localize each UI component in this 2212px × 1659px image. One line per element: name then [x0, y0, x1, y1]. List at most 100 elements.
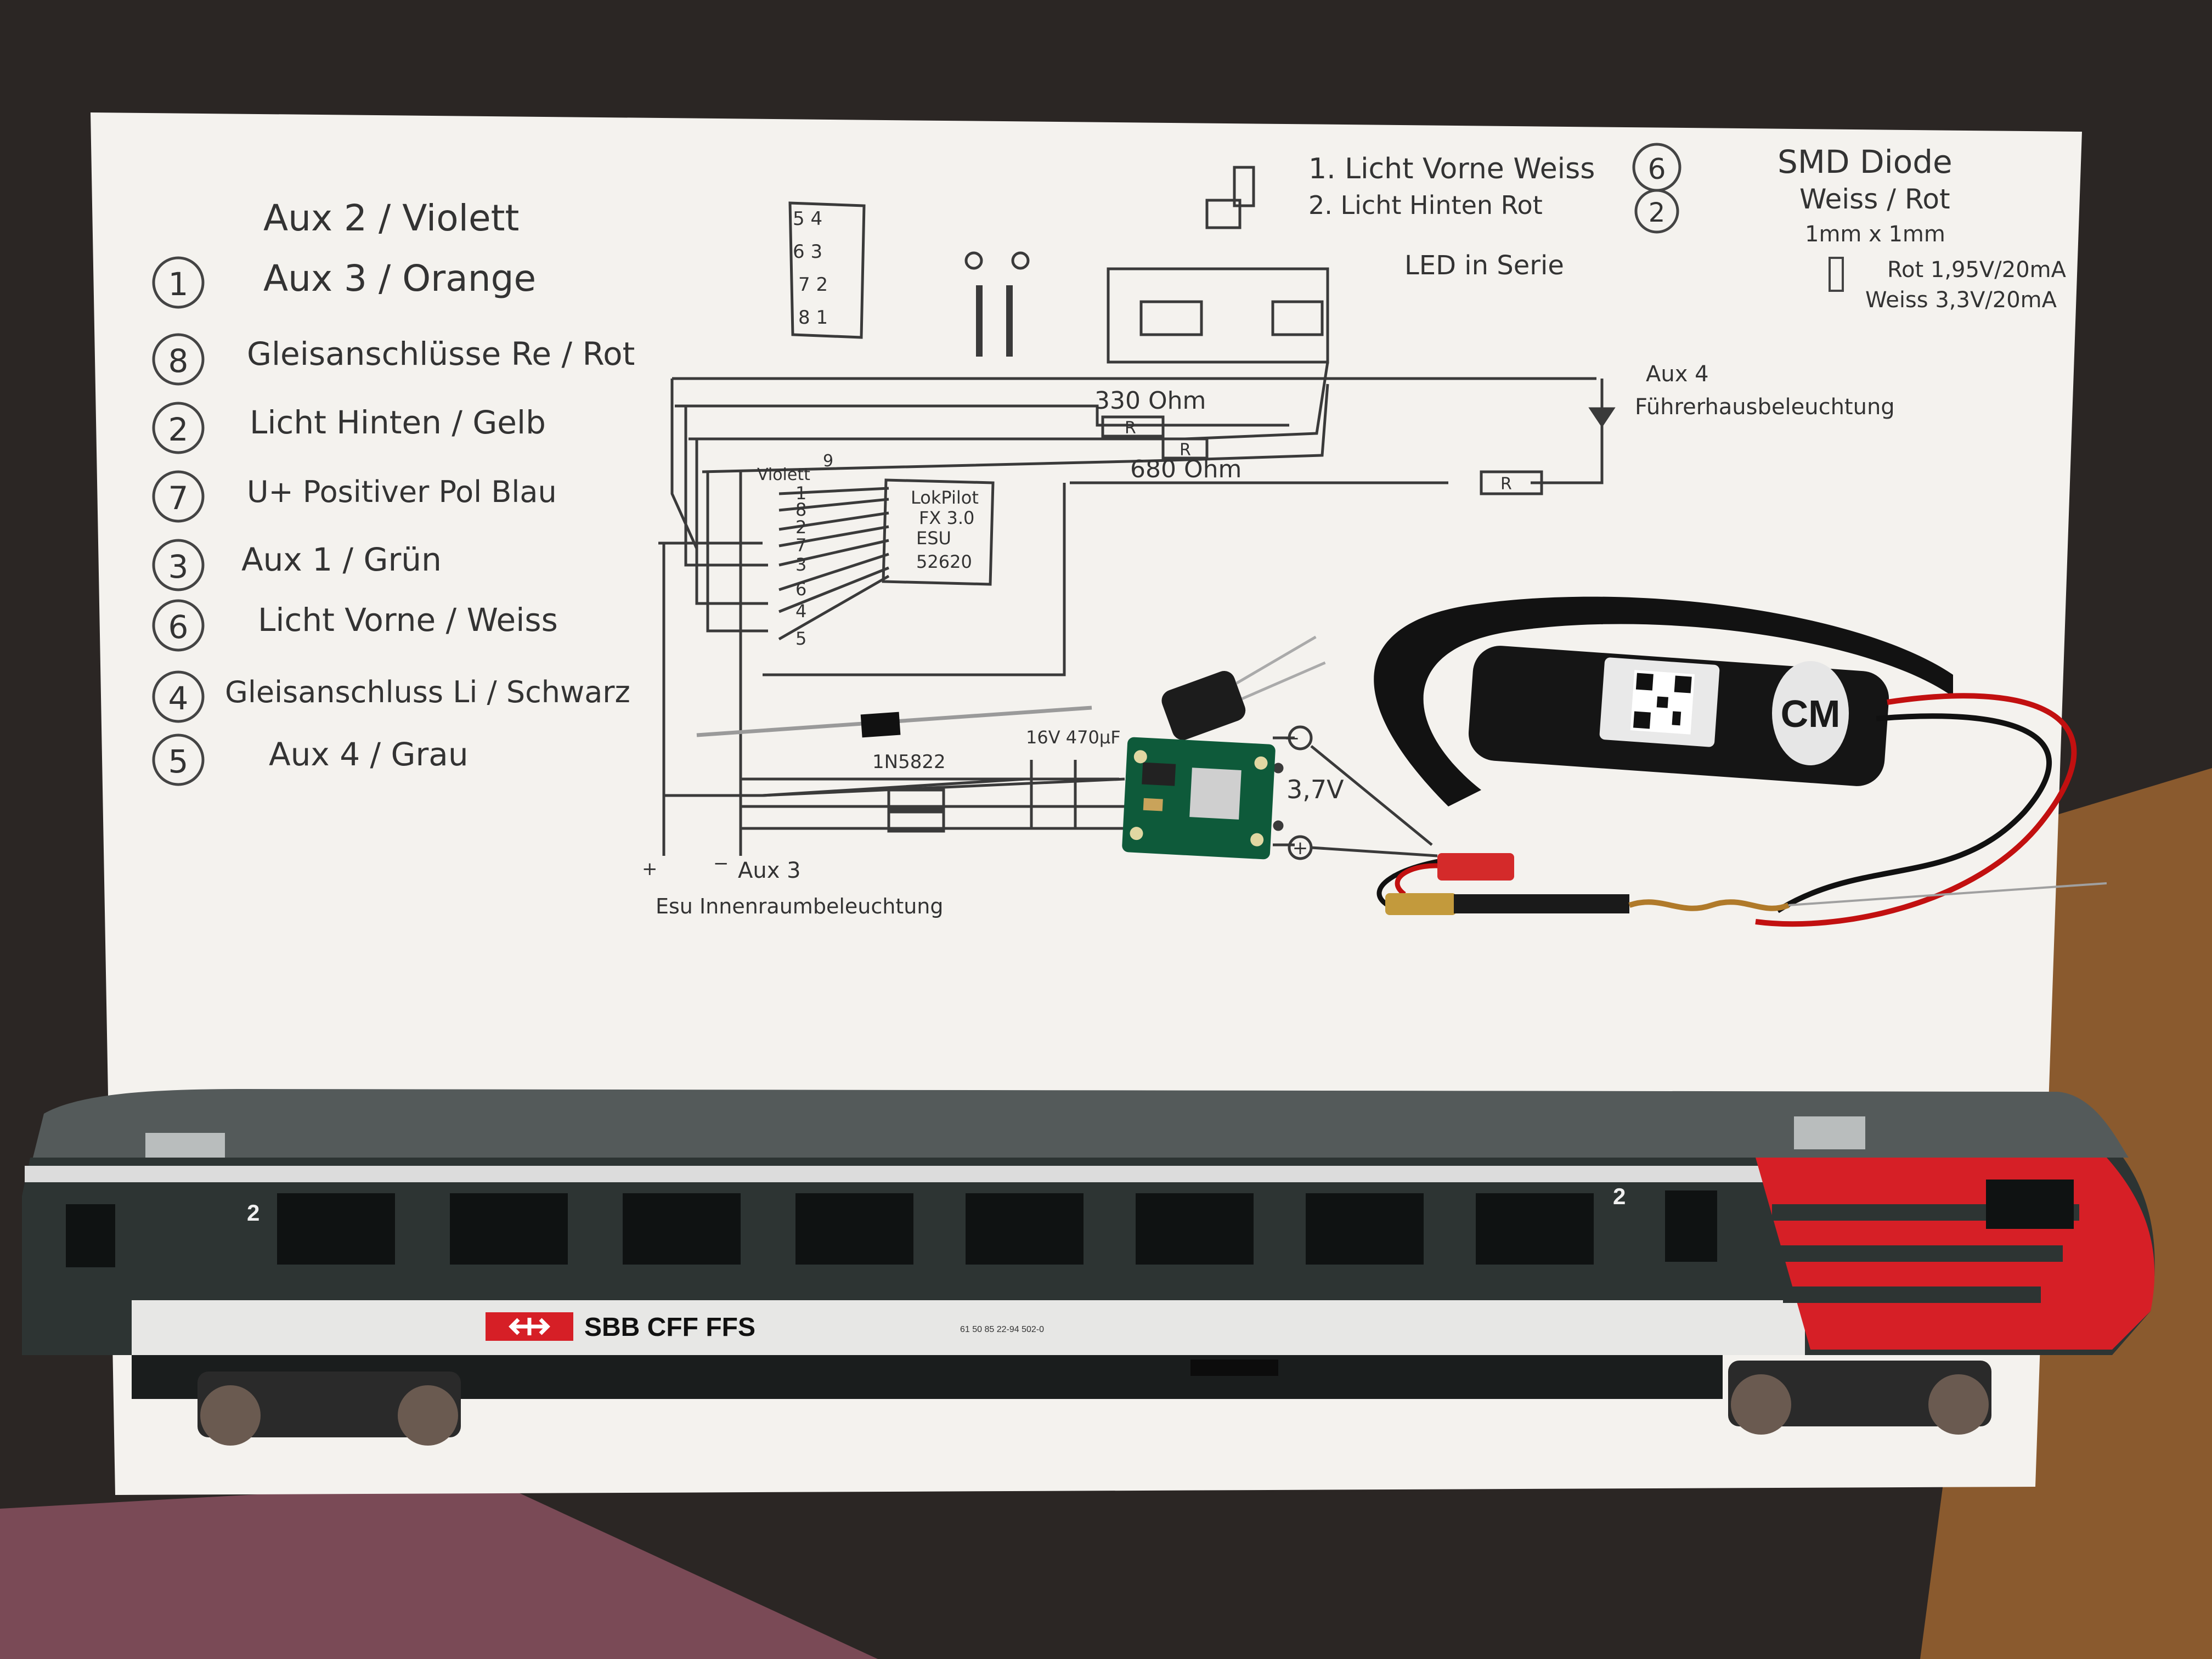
wheel: [200, 1385, 261, 1446]
schematic-labels: 5 4 6 3 7 2 8 1 330 Ohm R R 680 Ohm R Au…: [642, 208, 1895, 918]
cab-lighting-label: Führerhausbeleuchtung: [1635, 394, 1895, 420]
legend-row-text: U+ Positiver Pol Blau: [247, 475, 557, 509]
legend-number-circle: [152, 539, 205, 591]
module-round-label: [1772, 661, 1849, 765]
legend-row-text: Gleisanschlüsse Re / Rot: [247, 335, 635, 373]
resistor-mark: R: [1500, 475, 1512, 494]
antenna-wire: [1788, 882, 2107, 906]
relay-sketch: [1233, 166, 1255, 207]
fabric-corner: [0, 1481, 878, 1659]
wire-color-legend: Aux 2 / Violett 1 Aux 3 / Orange 8 Gleis…: [152, 197, 635, 786]
legend-row-text: Aux 3 / Orange: [263, 257, 536, 300]
window: [1136, 1193, 1254, 1265]
window: [450, 1193, 568, 1265]
physical-components: CM: [696, 596, 2107, 927]
operator-name: SBB CFF FFS: [584, 1313, 755, 1342]
legend-number: 2: [168, 411, 189, 448]
smd-diode-notes: SMD Diode Weiss / Rot 1mm x 1mm Rot 1,95…: [1778, 143, 2067, 313]
decoder-pin-number: 4: [795, 601, 806, 622]
qr-code-icon: [1630, 670, 1695, 735]
buck-converter-board: [1122, 737, 1276, 860]
connector-pin-label: 7 2: [798, 274, 828, 296]
decoder-outline: [882, 478, 995, 586]
diode-label: 1N5822: [872, 751, 946, 773]
resistor-mark: R: [1125, 419, 1136, 438]
lower-white-stripe: [132, 1300, 1805, 1355]
first-class-number-left: 2: [247, 1200, 259, 1226]
smd-title: SMD Diode: [1778, 143, 1953, 180]
legend-number: 4: [168, 680, 189, 717]
note-led-series: LED in Serie: [1404, 250, 1564, 281]
smd-red-spec: Rot 1,95V/20mA: [1887, 257, 2067, 283]
legend-row: Aux 2 / Violett: [263, 197, 519, 239]
resistor-cab-symbol: [1480, 470, 1543, 495]
legend-row: 4 Gleisanschluss Li / Schwarz: [152, 670, 630, 723]
coach-roof: [33, 1089, 2129, 1158]
legend-number-circle: [152, 470, 205, 523]
esu-interior-lighting-label: Esu Innenraumbeleuchtung: [656, 894, 944, 918]
diode-component: [860, 712, 901, 738]
decoder-pin-number: 1: [795, 483, 806, 504]
legend-number: 6: [168, 608, 189, 646]
legend-row-text: Licht Hinten / Gelb: [250, 404, 546, 441]
legend-row: 6 Licht Vorne / Weiss: [152, 599, 558, 652]
legend-number-circle: [152, 333, 205, 386]
smd-size: 1mm x 1mm: [1805, 222, 1945, 247]
battery-box: [1190, 1359, 1278, 1376]
output-minus-terminal: [1288, 725, 1313, 751]
cab-window: [1986, 1180, 2074, 1229]
window: [1306, 1193, 1424, 1265]
gold-barrel-connector: [1385, 893, 1457, 915]
connector-pin-label: 6 3: [793, 241, 822, 263]
legend-number: 3: [168, 548, 189, 585]
coach-number: 61 50 85 22-94 502-0: [960, 1325, 1044, 1334]
decoder-pin-number: 8: [795, 499, 806, 520]
legend-row: 8 Gleisanschlüsse Re / Rot: [152, 333, 635, 386]
legend-row: 2 Licht Hinten / Gelb: [152, 402, 546, 454]
bogie-left: [198, 1372, 461, 1446]
track-contact-icon: [964, 251, 983, 270]
note-front-light: 1. Licht Vorne Weiss: [1308, 153, 1595, 185]
wheel: [1928, 1374, 1989, 1435]
pin9-label: 9: [823, 452, 833, 471]
sbb-coach: 2 2 SBB CFF FFS 61 50 85 22-94 502-0: [22, 1089, 2155, 1446]
resistor-330-label: 330 Ohm: [1094, 387, 1206, 415]
legend-row-text: Aux 1 / Grün: [241, 541, 442, 578]
note-number: 2: [1649, 198, 1666, 228]
aux4-label: Aux 4: [1646, 362, 1709, 387]
wiring-schematic: [658, 166, 1616, 860]
battery-connector-plug: [1437, 853, 1514, 881]
legend-row-text: Aux 4 / Grau: [269, 736, 469, 773]
spring-antenna-coil: [1628, 899, 1790, 911]
decoder-label: ESU: [916, 528, 951, 549]
note-rear-light: 2. Licht Hinten Rot: [1308, 190, 1543, 220]
connector-pin-label: 8 1: [798, 307, 828, 329]
resistor-680-label: 680 Ohm: [1130, 455, 1242, 483]
legend-number-circle: [152, 599, 205, 652]
bogie-right: [1728, 1361, 1991, 1435]
resistor-330-symbol: [1101, 415, 1165, 438]
minus-sign: −: [1284, 727, 1300, 749]
aux3-label: Aux 3: [738, 858, 801, 883]
decoder-pin-number: 3: [795, 554, 806, 575]
resistor-680-symbol: [1161, 437, 1209, 460]
module-label: CM: [1781, 692, 1841, 735]
window: [277, 1193, 395, 1265]
decoder-pin-number: 6: [795, 579, 806, 600]
decoder-pin-number: 5: [795, 628, 806, 649]
red-lead-wire: [1755, 693, 2077, 927]
light-notes: 1. Licht Vorne Weiss 6 2. Licht Hinten R…: [1308, 143, 1681, 281]
legend-number-circle: [152, 402, 205, 454]
decoder-label: FX 3.0: [919, 507, 974, 528]
legend-row: 1 Aux 3 / Orange: [152, 256, 536, 309]
note-number-circle: [1634, 189, 1679, 234]
legend-number-circle: [152, 733, 205, 786]
legend-row-text: Licht Vorne / Weiss: [258, 601, 558, 639]
minus-sign: −: [713, 853, 729, 874]
wheel: [1731, 1374, 1791, 1435]
resistor-mark: R: [1180, 441, 1191, 460]
plus-sign: +: [1293, 837, 1308, 859]
decoder-pin-number: 2: [795, 517, 806, 538]
connector-outline: [788, 201, 866, 339]
legend-row-text: Gleisanschluss Li / Schwarz: [225, 675, 630, 709]
